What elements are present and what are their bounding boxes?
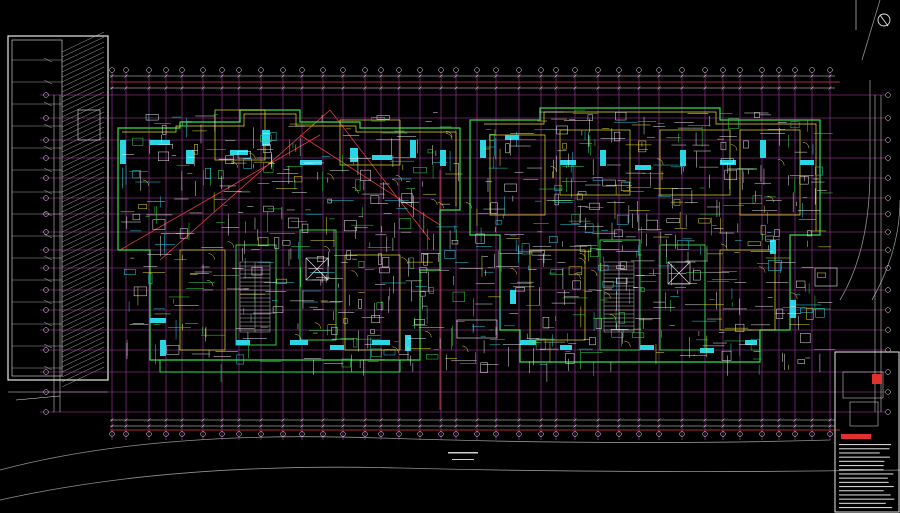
building-left-walls — [117, 109, 461, 373]
site-elevation-panel — [7, 31, 109, 388]
annotation-boxes — [77, 109, 838, 339]
red-axis-lines — [110, 81, 840, 431]
north-arrow-icon — [877, 13, 891, 27]
stair-icon — [239, 261, 635, 333]
dimension-chains — [53, 74, 882, 428]
legend-notes-block — [834, 351, 900, 513]
site-road-lines — [0, 0, 900, 501]
magenta-grid-lines — [40, 72, 885, 440]
elevator-icon — [305, 257, 691, 285]
axis-bubble-row — [43, 67, 891, 437]
plan-caption-marks — [448, 452, 478, 460]
panel-leader — [15, 395, 61, 401]
interior-detail-lines — [120, 109, 836, 382]
